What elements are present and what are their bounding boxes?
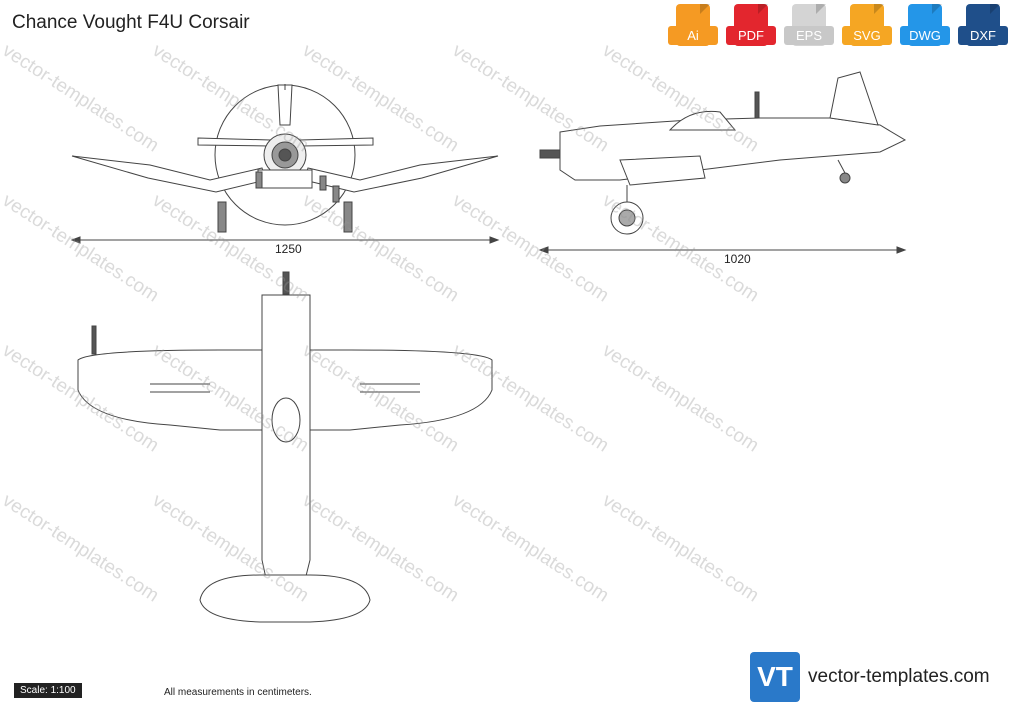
scale-badge: Scale: 1:100 xyxy=(14,683,82,698)
format-icons: Ai PDF EPS SVG DWG DXF xyxy=(668,4,1008,50)
brand-logo[interactable]: VT vector-templates.com xyxy=(750,652,990,702)
measurement-note: All measurements in centimeters. xyxy=(164,687,312,698)
fuselage-top xyxy=(261,294,311,621)
canopy xyxy=(668,110,737,131)
length-dimension-label: 1020 xyxy=(724,252,751,266)
format-dxf-icon[interactable]: DXF xyxy=(958,4,1008,50)
side-view xyxy=(539,71,907,235)
format-pdf-icon[interactable]: PDF xyxy=(726,4,776,50)
format-ai-icon[interactable]: Ai xyxy=(668,4,718,50)
left-wing-front xyxy=(71,155,267,193)
format-svg-label: SVG xyxy=(842,26,892,45)
vt-logo-icon: VT xyxy=(750,652,800,702)
format-dxf-label: DXF xyxy=(958,26,1008,45)
format-svg-icon[interactable]: SVG xyxy=(842,4,892,50)
brand-name: vector-templates.com xyxy=(808,666,990,687)
vertical-tail xyxy=(829,71,879,126)
format-dwg-label: DWG xyxy=(900,26,950,45)
tailplane-top xyxy=(199,574,371,623)
format-ai-label: Ai xyxy=(668,26,718,45)
top-view xyxy=(77,271,493,623)
page-title: Chance Vought F4U Corsair xyxy=(12,12,250,33)
format-eps-label: EPS xyxy=(784,26,834,45)
format-eps-icon[interactable]: EPS xyxy=(784,4,834,50)
format-dwg-icon[interactable]: DWG xyxy=(900,4,950,50)
format-pdf-label: PDF xyxy=(726,26,776,45)
front-view xyxy=(71,84,499,233)
span-dimension-label: 1250 xyxy=(275,242,302,256)
